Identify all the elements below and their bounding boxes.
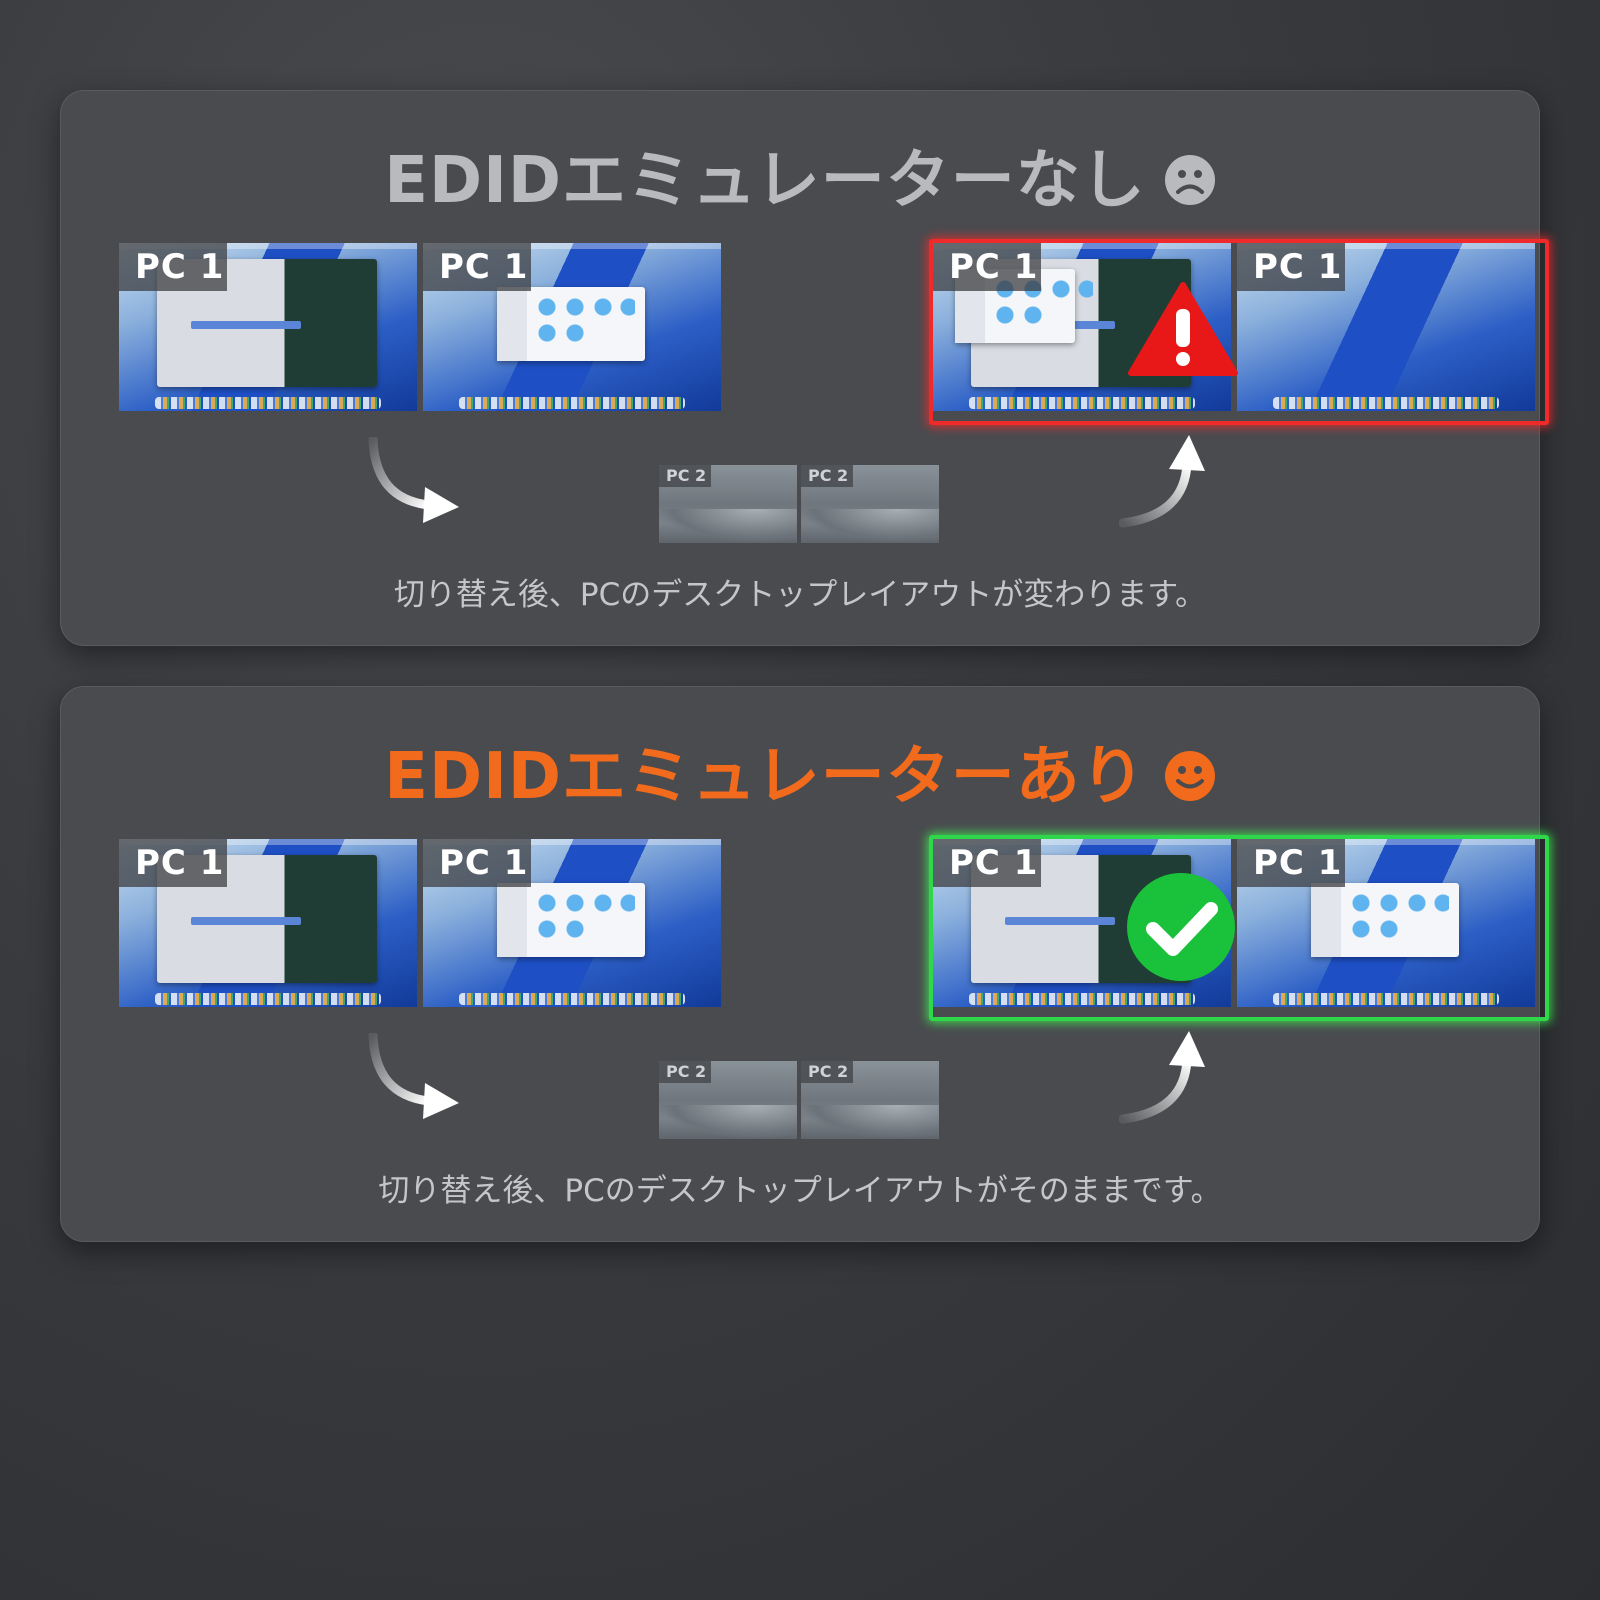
sad-face-icon <box>1164 154 1216 206</box>
pc1-label: PC 1 <box>423 243 531 291</box>
caption: 切り替え後、PCのデスクトップレイアウトがそのままです。 <box>378 1173 1222 1209</box>
curved-arrow-up-icon <box>1119 433 1209 529</box>
curved-arrow-up-icon <box>1119 1029 1209 1125</box>
pc1-screen-before-right: PC 1 <box>423 839 721 1007</box>
panel-without-emulator: EDIDエミュレーターなし PC 1 PC 1 PC 1 PC 1 PC 2 P… <box>60 90 1549 646</box>
smile-face-icon <box>1164 750 1216 802</box>
checkmark-icon <box>1125 871 1237 987</box>
pc1-label: PC 1 <box>1237 839 1345 887</box>
pc2-screen-right: PC 2 <box>801 1061 939 1139</box>
pc1-label: PC 1 <box>933 839 1041 887</box>
pc1-label: PC 1 <box>1237 243 1345 291</box>
pc1-screen-after-right: PC 1 <box>1237 243 1535 411</box>
pc1-label: PC 1 <box>933 243 1041 291</box>
pc2-screen-left: PC 2 <box>659 1061 797 1139</box>
panel-title: EDIDエミュレーターあり <box>61 725 1539 817</box>
panel-title: EDIDエミュレーターなし <box>61 129 1539 221</box>
pc1-screen-before-left: PC 1 <box>119 839 417 1007</box>
pc2-label: PC 2 <box>801 1061 853 1083</box>
pc1-screen-after-left: PC 1 <box>933 243 1231 411</box>
warning-icon <box>1127 281 1239 381</box>
pc2-label: PC 2 <box>801 465 853 487</box>
pc2-screen-right: PC 2 <box>801 465 939 543</box>
pc1-label: PC 1 <box>119 243 227 291</box>
caption: 切り替え後、PCのデスクトップレイアウトが変わります。 <box>393 577 1207 613</box>
panel-with-emulator: EDIDエミュレーターあり PC 1 PC 1 PC 1 PC 1 PC 2 P… <box>60 686 1549 1242</box>
curved-arrow-right-icon <box>363 1033 463 1123</box>
pc1-screen-after-right: PC 1 <box>1237 839 1535 1007</box>
success-frame <box>929 835 1549 1021</box>
pc1-label: PC 1 <box>119 839 227 887</box>
curved-arrow-right-icon <box>363 437 463 527</box>
panel-title-text: EDIDエミュレーターあり <box>384 740 1146 814</box>
error-frame <box>929 239 1549 425</box>
pc1-screen-before-right: PC 1 <box>423 243 721 411</box>
pc2-label: PC 2 <box>659 465 711 487</box>
panel-title-text: EDIDエミュレーターなし <box>384 144 1146 218</box>
pc2-label: PC 2 <box>659 1061 711 1083</box>
pc2-screen-left: PC 2 <box>659 465 797 543</box>
pc1-screen-before-left: PC 1 <box>119 243 417 411</box>
pc1-label: PC 1 <box>423 839 531 887</box>
